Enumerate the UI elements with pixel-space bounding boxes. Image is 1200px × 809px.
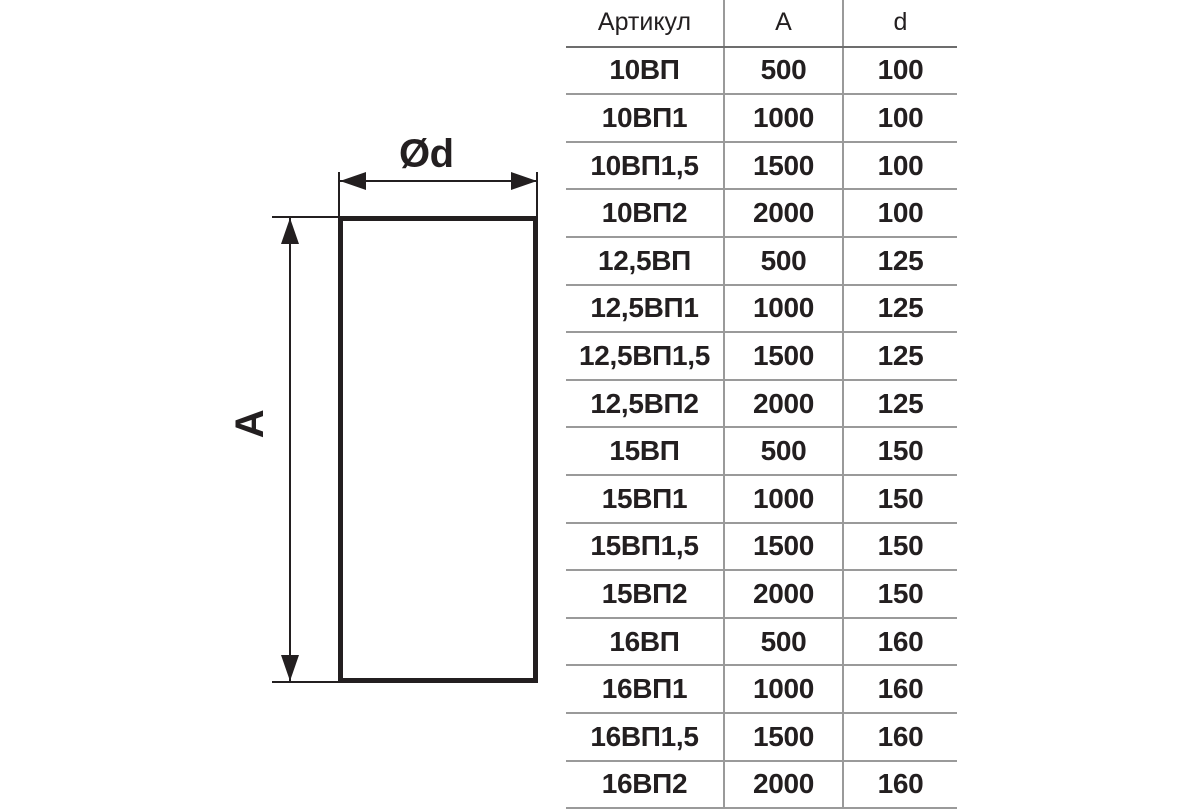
diameter-label: Ød — [399, 132, 454, 176]
table-row: 16ВП 500 160 — [566, 617, 957, 667]
cell-a: 1000 — [723, 474, 843, 524]
column-header-a: A — [723, 0, 843, 48]
table-row: 12,5ВП1 1000 125 — [566, 284, 957, 334]
cell-a: 1000 — [723, 94, 843, 143]
cell-article: 12,5ВП1 — [566, 284, 724, 334]
cell-article: 10ВП — [566, 46, 724, 96]
cell-article: 12,5ВП — [566, 236, 724, 286]
table-row: 16ВП1,5 1500 160 — [566, 712, 957, 762]
cell-d: 125 — [842, 284, 957, 334]
table-row: 10ВП1,5 1500 100 — [566, 141, 957, 191]
cell-a: 2000 — [723, 189, 843, 238]
table-row: 12,5ВП 500 125 — [566, 236, 957, 286]
cell-d: 150 — [842, 427, 957, 476]
cell-d: 100 — [842, 94, 957, 143]
cell-a: 2000 — [723, 379, 843, 429]
diameter-extension-line-right — [536, 172, 538, 220]
table-row: 15ВП1 1000 150 — [566, 474, 957, 524]
table-row: 10ВП 500 100 — [566, 46, 957, 96]
table-row: 12,5ВП2 2000 125 — [566, 379, 957, 429]
table-row: 16ВП1 1000 160 — [566, 665, 957, 714]
cell-d: 125 — [842, 332, 957, 381]
duct-rectangle — [338, 216, 538, 683]
technical-drawing: Ød A — [0, 0, 560, 800]
cell-article: 15ВП1,5 — [566, 522, 724, 572]
cell-article: 15ВП2 — [566, 570, 724, 619]
length-dimension-line — [289, 218, 291, 681]
column-header-d: d — [842, 0, 957, 48]
table-row: 15ВП1,5 1500 150 — [566, 522, 957, 572]
table-row: 15ВП 500 150 — [566, 427, 957, 476]
cell-article: 16ВП1,5 — [566, 712, 724, 762]
cell-d: 150 — [842, 522, 957, 572]
cell-a: 500 — [723, 617, 843, 667]
cell-article: 10ВП1,5 — [566, 141, 724, 191]
cell-article: 15ВП — [566, 427, 724, 476]
cell-article: 16ВП2 — [566, 760, 724, 809]
diameter-arrow-right-icon — [511, 172, 537, 190]
cell-article: 16ВП — [566, 617, 724, 667]
cell-a: 1000 — [723, 284, 843, 334]
cell-d: 150 — [842, 474, 957, 524]
cell-d: 125 — [842, 379, 957, 429]
length-arrow-up-icon — [281, 218, 299, 244]
cell-a: 2000 — [723, 570, 843, 619]
table-body: 10ВП 500 100 10ВП1 1000 100 10ВП1,5 1500… — [566, 46, 957, 809]
length-label: A — [228, 409, 273, 439]
cell-d: 160 — [842, 617, 957, 667]
specifications-table: Артикул A d 10ВП 500 100 10ВП1 1000 100 … — [566, 0, 957, 809]
cell-a: 500 — [723, 236, 843, 286]
cell-d: 160 — [842, 712, 957, 762]
diameter-dimension-line — [340, 180, 537, 182]
cell-article: 15ВП1 — [566, 474, 724, 524]
cell-d: 100 — [842, 141, 957, 191]
table-row: 10ВП1 1000 100 — [566, 94, 957, 143]
diameter-extension-line-left — [338, 172, 340, 220]
cell-article: 10ВП2 — [566, 189, 724, 238]
cell-a: 1500 — [723, 522, 843, 572]
column-header-article: Артикул — [566, 0, 724, 48]
cell-a: 2000 — [723, 760, 843, 809]
cell-article: 10ВП1 — [566, 94, 724, 143]
cell-d: 125 — [842, 236, 957, 286]
cell-a: 1500 — [723, 712, 843, 762]
table-header-row: Артикул A d — [566, 0, 957, 48]
length-extension-line-bottom — [272, 681, 346, 683]
cell-article: 12,5ВП2 — [566, 379, 724, 429]
length-extension-line-top — [272, 216, 346, 218]
cell-a: 1000 — [723, 665, 843, 714]
cell-article: 16ВП1 — [566, 665, 724, 714]
diameter-arrow-left-icon — [340, 172, 366, 190]
table-row: 10ВП2 2000 100 — [566, 189, 957, 238]
cell-a: 500 — [723, 427, 843, 476]
cell-d: 100 — [842, 46, 957, 96]
cell-d: 150 — [842, 570, 957, 619]
cell-a: 1500 — [723, 332, 843, 381]
cell-d: 160 — [842, 665, 957, 714]
cell-d: 100 — [842, 189, 957, 238]
cell-a: 1500 — [723, 141, 843, 191]
cell-a: 500 — [723, 46, 843, 96]
table-row: 16ВП2 2000 160 — [566, 760, 957, 809]
cell-article: 12,5ВП1,5 — [566, 332, 724, 381]
length-arrow-down-icon — [281, 655, 299, 681]
table-row: 12,5ВП1,5 1500 125 — [566, 332, 957, 381]
cell-d: 160 — [842, 760, 957, 809]
table-row: 15ВП2 2000 150 — [566, 570, 957, 619]
